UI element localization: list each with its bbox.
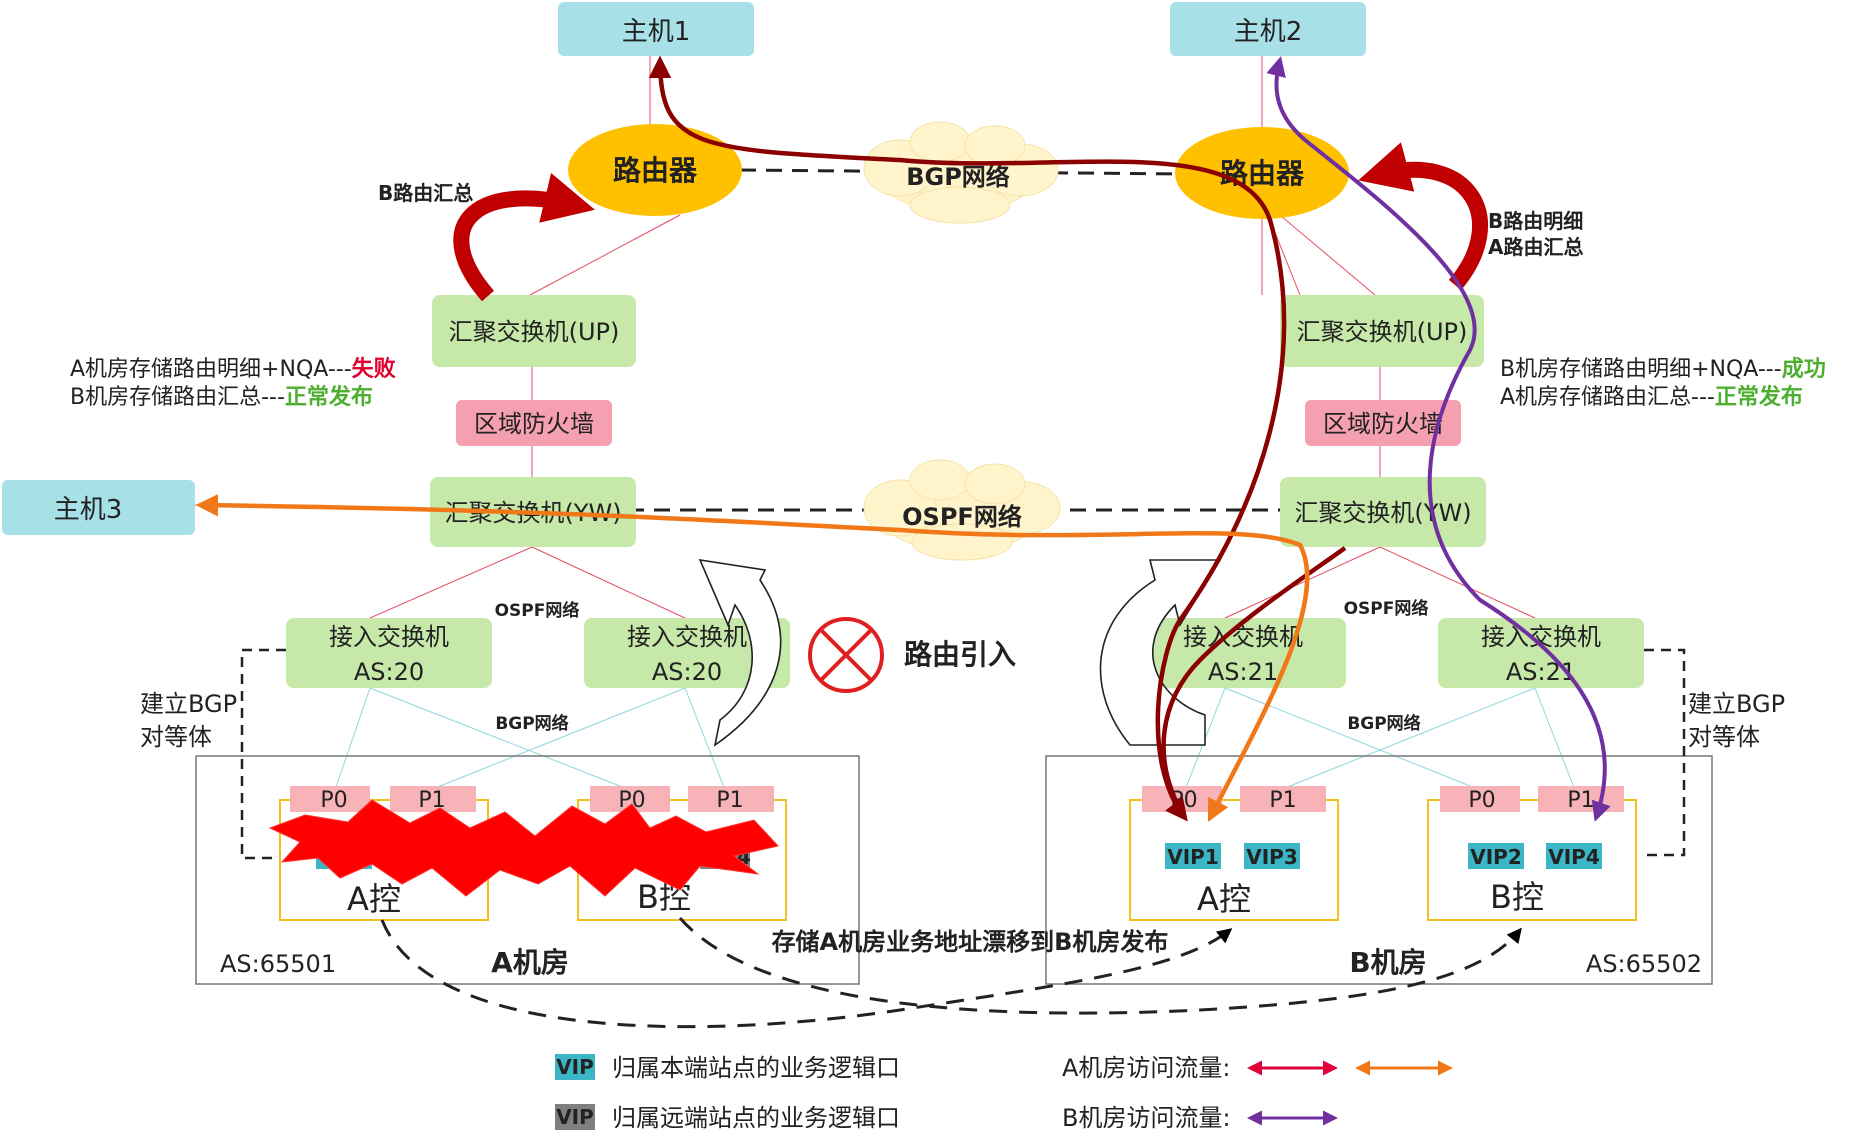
legend-b-traffic-label: B机房访问流量: (1062, 1104, 1231, 1132)
port-p0-label: P0 (1468, 788, 1495, 813)
firewall-left-label: 区域防火墙 (474, 410, 594, 438)
legend-remote-vip-tag (555, 1104, 595, 1130)
right-status-line-1-status: 成功 (1782, 357, 1826, 382)
bgp-links (334, 687, 1576, 791)
left-status-line-1-prefix: A机房存储路由明细+NQA--- (70, 357, 352, 382)
ospf-small-left: OSPF网络 (495, 600, 580, 621)
left-status-line-1: A机房存储路由明细+NQA---失败 (70, 357, 396, 382)
access-switch-b1: 接入交换机 AS:21 (1140, 618, 1346, 688)
router-left: 路由器 (568, 124, 742, 216)
bgp-peer-right-1: 建立BGP (1688, 690, 1785, 718)
legend-remote-vip-tag-text: VIP (556, 1105, 594, 1129)
port-p1-label: P1 (1567, 788, 1594, 813)
controller-a-room-b: P0 P1 VIP1 VIP3 A控 (1129, 786, 1339, 921)
access-switch-b1-as: AS:21 (1208, 658, 1278, 686)
host-1-label: 主机1 (622, 17, 691, 47)
firewall-left: 区域防火墙 (456, 400, 612, 446)
ospf-network-label: OSPF网络 (902, 503, 1022, 531)
bgp-peer-right-2: 对等体 (1688, 723, 1760, 751)
right-router-note-2: A路由汇总 (1488, 235, 1583, 259)
access-switch-a1: 接入交换机 AS:20 (286, 618, 492, 688)
agg-yw-right-label: 汇聚交换机(YW) (1294, 499, 1471, 527)
vip4-label: VIP4 (1548, 845, 1600, 869)
right-status-line-1-prefix: B机房存储路由明细+NQA--- (1500, 357, 1782, 382)
firewall-right-label: 区域防火墙 (1323, 410, 1443, 438)
legend-local-vip-tag-text: VIP (556, 1055, 594, 1079)
access-switch-b1-label: 接入交换机 (1183, 623, 1303, 651)
legend-remote-vip-label: 归属远端站点的业务逻辑口 (612, 1104, 900, 1132)
left-status-line-1-status: 失败 (352, 357, 396, 382)
legend-local-vip-tag (555, 1054, 595, 1080)
route-summary-arrow-left (453, 172, 595, 302)
host-3-label: 主机3 (54, 495, 123, 525)
access-switch-b2: 接入交换机 AS:21 (1438, 618, 1644, 688)
agg-up-right-label: 汇聚交换机(UP) (1297, 318, 1468, 346)
bgp-small-right: BGP网络 (1347, 713, 1420, 734)
controller-a-label: A控 (347, 880, 401, 918)
left-status-line-2: B机房存储路由汇总---正常发布 (70, 384, 373, 410)
vip3-label: VIP3 (1246, 845, 1298, 869)
traffic-path-purple (1266, 56, 1611, 822)
legend: VIP 归属本端站点的业务逻辑口 VIP 归属远端站点的业务逻辑口 A机房访问流… (555, 1054, 1453, 1132)
left-status-line-2-prefix: B机房存储路由汇总--- (70, 385, 285, 410)
access-switch-a1-label: 接入交换机 (329, 623, 449, 651)
as-room-a: AS:65501 (220, 950, 336, 978)
host-1: 主机1 (558, 2, 754, 56)
ospf-small-right: OSPF网络 (1344, 598, 1429, 619)
legend-a-traffic-label: A机房访问流量: (1062, 1054, 1231, 1082)
access-switch-a1-as: AS:20 (354, 658, 424, 686)
legend-local-vip-label: 归属本端站点的业务逻辑口 (612, 1054, 900, 1082)
route-summary-arrow-right (1358, 142, 1488, 291)
controller-b-label: B控 (1490, 878, 1544, 916)
router-right-label: 路由器 (1220, 157, 1305, 190)
left-status-line-2-status: 正常发布 (285, 384, 373, 410)
right-status-line-2-status: 正常发布 (1715, 384, 1803, 410)
migration-curve-2 (678, 917, 1522, 1015)
right-status-line-1: B机房存储路由明细+NQA---成功 (1500, 357, 1826, 382)
right-status-line-2-prefix: A机房存储路由汇总--- (1500, 385, 1715, 410)
right-router-note-1: B路由明细 (1488, 209, 1583, 233)
router-left-label: 路由器 (613, 154, 698, 187)
access-switch-a2-label: 接入交换机 (627, 623, 747, 651)
vip-tag (1546, 843, 1602, 869)
right-status-line-2: A机房存储路由汇总---正常发布 (1500, 384, 1803, 410)
room-a-label: A机房 (491, 946, 569, 979)
vip-tag (1468, 843, 1524, 869)
bgp-network-label: BGP网络 (906, 163, 1010, 191)
left-router-note: B路由汇总 (378, 181, 473, 205)
host-2: 主机2 (1170, 2, 1366, 56)
room-b-label: B机房 (1349, 946, 1426, 979)
vip-tag (1165, 843, 1221, 869)
bgp-small-left: BGP网络 (495, 713, 568, 734)
port-p1-label: P1 (716, 788, 743, 813)
port-p1-label: P1 (1269, 788, 1296, 813)
migration-note: 存储A机房业务地址漂移到B机房发布 (772, 928, 1169, 956)
bgp-peer-left-1: 建立BGP (140, 690, 237, 718)
no-import-icon (808, 617, 884, 693)
vip-tag (1244, 843, 1300, 869)
host-2-label: 主机2 (1234, 17, 1303, 47)
port-p0-label: P0 (320, 788, 347, 813)
agg-up-right: 汇聚交换机(UP) (1280, 295, 1484, 367)
host-3: 主机3 (2, 480, 195, 535)
agg-up-left: 汇聚交换机(UP) (432, 295, 636, 367)
agg-up-left-label: 汇聚交换机(UP) (449, 318, 620, 346)
vip1-label: VIP1 (1167, 845, 1219, 869)
as-room-b: AS:65502 (1586, 950, 1702, 978)
controller-b-room-b: P0 P1 VIP2 VIP4 B控 (1427, 786, 1637, 921)
agg-yw-right: 汇聚交换机(YW) (1280, 477, 1486, 547)
controller-a-label: A控 (1197, 880, 1251, 918)
route-import-label: 路由引入 (904, 638, 1016, 671)
vip2-label: VIP2 (1470, 845, 1522, 869)
bgp-peer-left-2: 对等体 (140, 723, 212, 751)
access-switch-a2-as: AS:20 (652, 658, 722, 686)
